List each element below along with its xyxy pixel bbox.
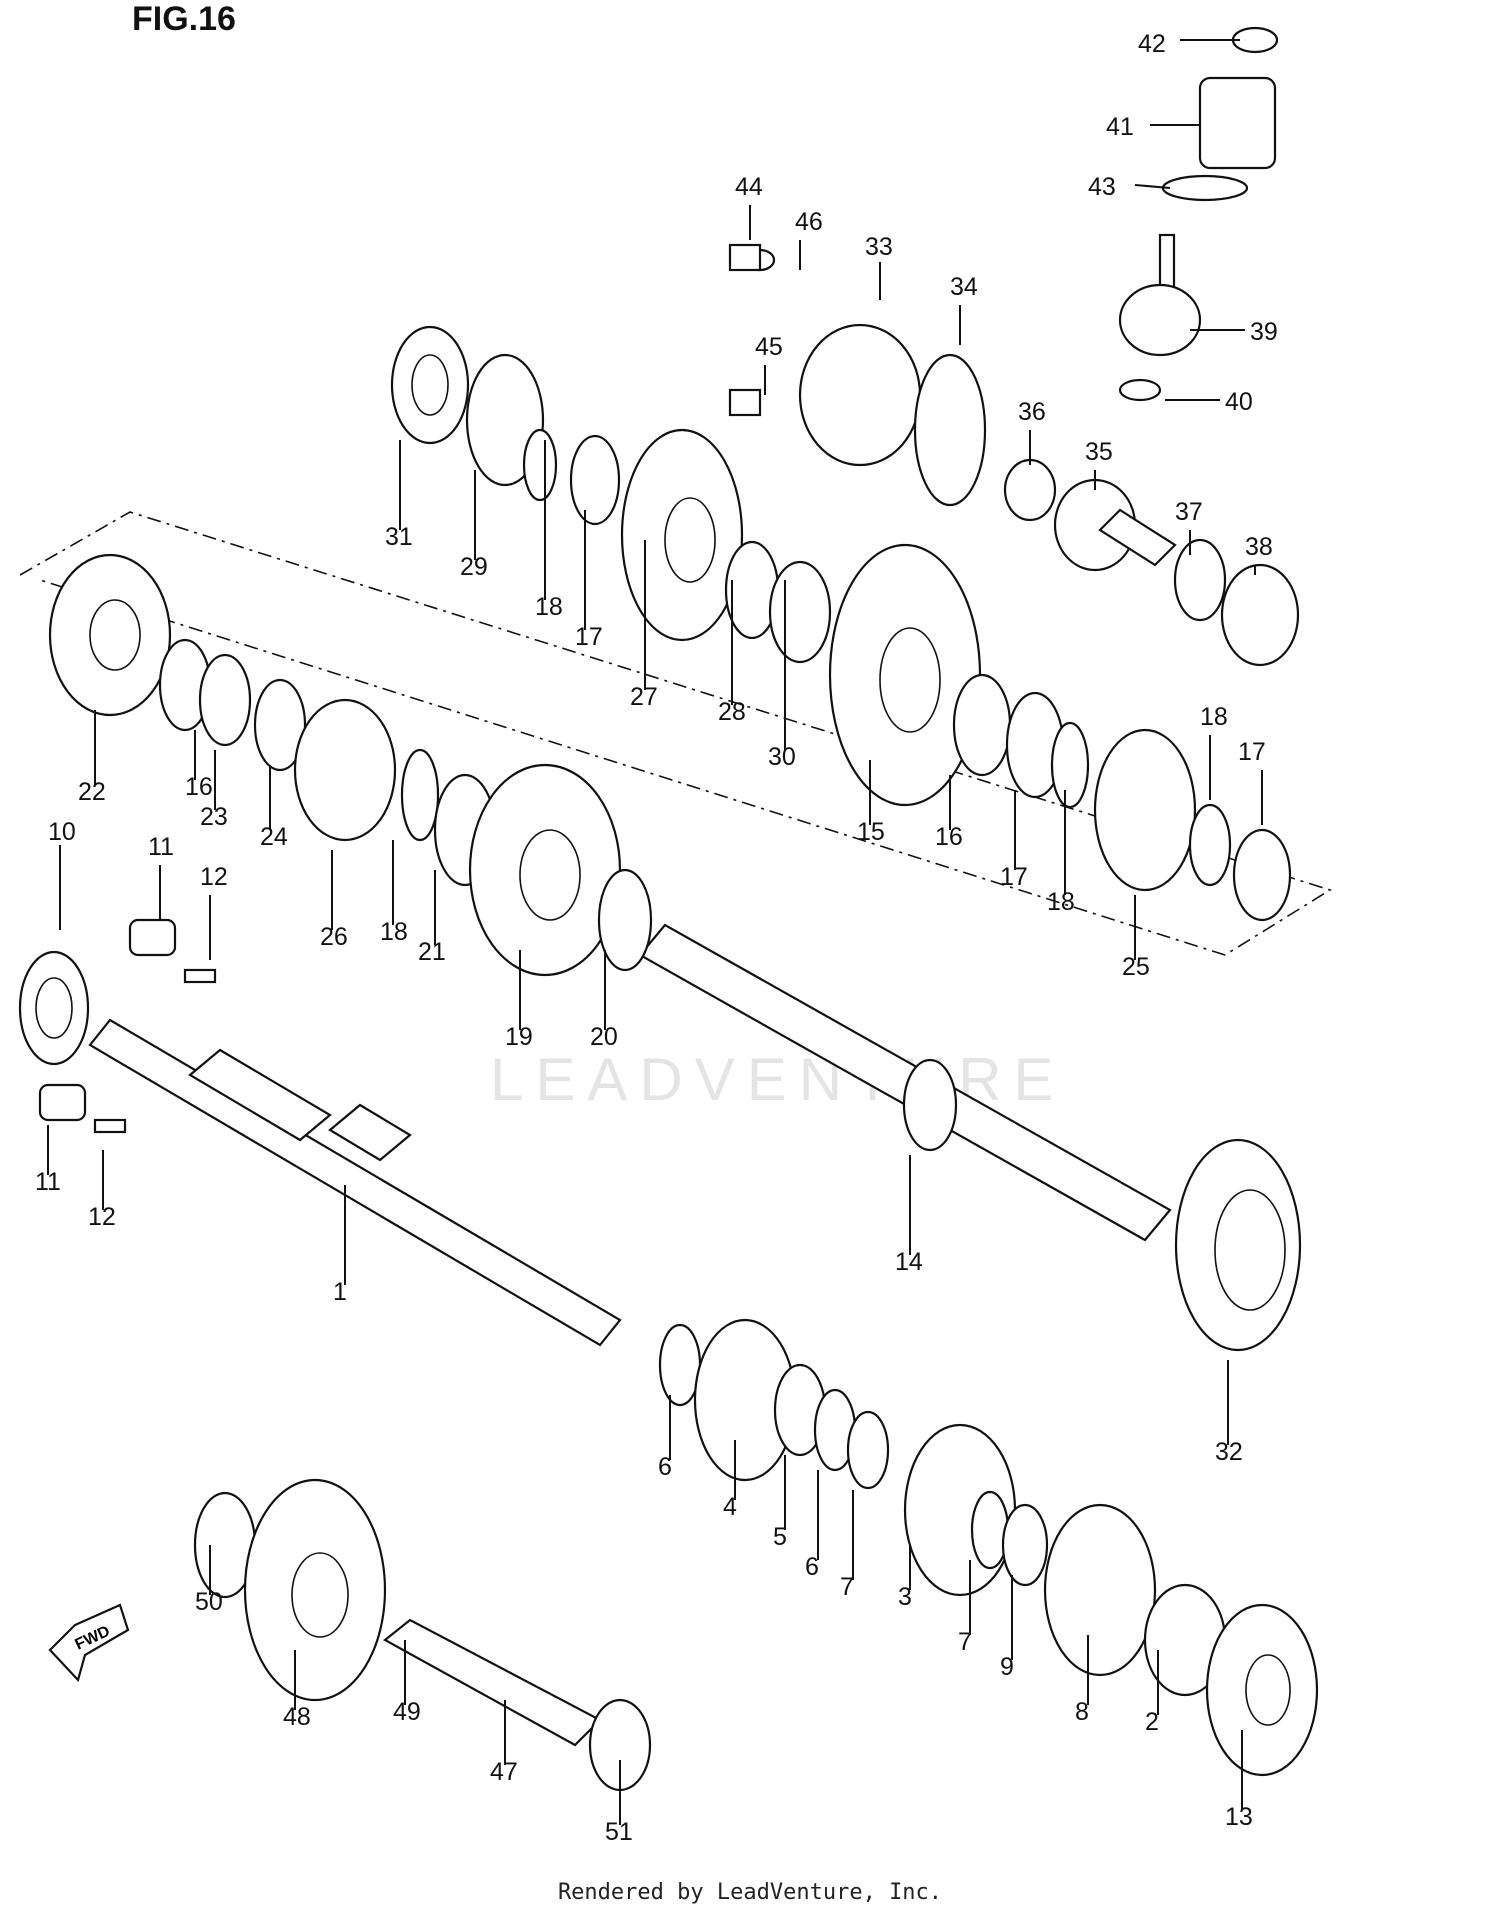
callout-label: 4 xyxy=(723,1493,737,1521)
callout-label: 17 xyxy=(1000,863,1028,891)
callout-label: 7 xyxy=(840,1573,854,1601)
callout-label: 18 xyxy=(535,593,563,621)
callout-label: 42 xyxy=(1138,30,1166,58)
callout-label: 16 xyxy=(935,823,963,851)
callout-label: 48 xyxy=(283,1703,311,1731)
callout-label: 3 xyxy=(898,1583,912,1611)
housing-33 xyxy=(798,323,922,467)
callout-label: 28 xyxy=(718,698,746,726)
callout-label: 12 xyxy=(88,1203,116,1231)
figure-title: FIG.16 xyxy=(132,0,236,38)
callout-label: 20 xyxy=(590,1023,618,1051)
callout-label: 15 xyxy=(857,818,885,846)
callout-label: 9 xyxy=(1000,1653,1014,1681)
callout-label: 25 xyxy=(1122,953,1150,981)
callout-label: 32 xyxy=(1215,1438,1243,1466)
callout-label: 44 xyxy=(735,173,763,201)
callout-label: 2 xyxy=(1145,1708,1159,1736)
countershaft-group-outline xyxy=(19,511,1332,956)
gear-stack-middle xyxy=(48,553,653,977)
callout-leader xyxy=(1134,184,1171,189)
idler-shaft xyxy=(193,1478,652,1792)
callout-label: 18 xyxy=(1047,888,1075,916)
callout-label: 6 xyxy=(658,1453,672,1481)
callout-labels: 4241434446333439454036353129373818172728… xyxy=(35,30,1278,1846)
callout-label: 21 xyxy=(418,938,446,966)
callout-label: 12 xyxy=(200,863,228,891)
callout-label: 24 xyxy=(260,823,288,851)
callout-label: 5 xyxy=(773,1523,787,1551)
callout-label: 33 xyxy=(865,233,893,261)
callout-label: 29 xyxy=(460,553,488,581)
callout-label: 1 xyxy=(333,1278,347,1306)
callout-label: 51 xyxy=(605,1818,633,1846)
callout-label: 41 xyxy=(1106,113,1134,141)
callout-label: 10 xyxy=(48,818,76,846)
gear-stack-lower xyxy=(658,1318,1319,1777)
callout-label: 40 xyxy=(1225,388,1253,416)
callout-label: 17 xyxy=(575,623,603,651)
callout-label: 36 xyxy=(1018,398,1046,426)
callout-label: 46 xyxy=(795,208,823,236)
callout-label: 23 xyxy=(200,803,228,831)
gasket-34 xyxy=(913,353,987,507)
bearing-32 xyxy=(1174,1138,1302,1352)
callout-label: 13 xyxy=(1225,1803,1253,1831)
callout-label: 47 xyxy=(490,1758,518,1786)
callout-label: 27 xyxy=(630,683,658,711)
callout-label: 11 xyxy=(35,1168,61,1196)
callout-label: 43 xyxy=(1088,173,1116,201)
callout-label: 37 xyxy=(1175,498,1203,526)
counter-shaft xyxy=(638,923,1302,1352)
callout-label: 34 xyxy=(950,273,978,301)
main-shaft xyxy=(18,950,622,1347)
callout-label: 7 xyxy=(958,1628,972,1656)
callout-label: 17 xyxy=(1238,738,1266,766)
callout-label: 11 xyxy=(148,833,174,861)
stopper-brackets xyxy=(38,918,217,1134)
bearing-10 xyxy=(18,950,90,1066)
callout-label: 26 xyxy=(320,923,348,951)
fwd-arrow-icon: FWD xyxy=(48,1603,130,1683)
callout-label: 22 xyxy=(78,778,106,806)
gear-stack-upper xyxy=(390,325,1292,922)
callout-label: 8 xyxy=(1075,1698,1089,1726)
callout-label: 16 xyxy=(185,773,213,801)
callout-label: 18 xyxy=(380,918,408,946)
callout-label: 14 xyxy=(895,1248,923,1276)
callout-label: 30 xyxy=(768,743,796,771)
callout-label: 35 xyxy=(1085,438,1113,466)
callout-label: 50 xyxy=(195,1588,223,1616)
callout-label: 18 xyxy=(1200,703,1228,731)
callout-label: 45 xyxy=(755,333,783,361)
callout-label: 19 xyxy=(505,1023,533,1051)
callout-label: 31 xyxy=(385,523,413,551)
callout-label: 49 xyxy=(393,1698,421,1726)
callout-label: 38 xyxy=(1245,533,1273,561)
footer-credit: Rendered by LeadVenture, Inc. xyxy=(557,1880,943,1905)
callout-label: 39 xyxy=(1250,318,1278,346)
callout-label: 6 xyxy=(805,1553,819,1581)
